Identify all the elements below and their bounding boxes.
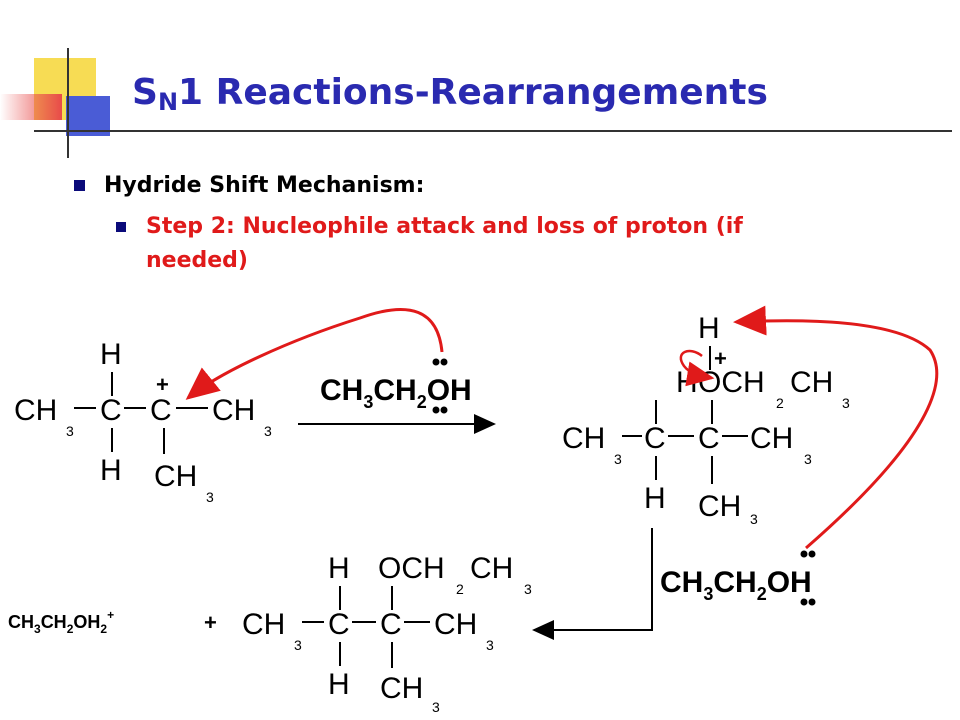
svg-text:CH: CH (14, 394, 57, 427)
svg-text:H: H (698, 312, 720, 345)
deco-red-bar (0, 94, 62, 120)
svg-text:C: C (150, 394, 172, 427)
svg-text:CH: CH (750, 422, 793, 455)
svg-text:H: H (100, 338, 122, 371)
svg-text:3: 3 (432, 699, 440, 715)
deco-horizontal-line (34, 130, 952, 132)
protonated-ethanol-byproduct: CH3CH2OH2+ + (8, 608, 217, 636)
svg-text:C: C (100, 394, 122, 427)
ethanol-reagent-bottom: CH3CH2OH (660, 550, 816, 606)
svg-text:H: H (328, 552, 350, 585)
red-curved-arrow-1 (185, 307, 444, 400)
sub-bullet-square-icon (116, 222, 126, 232)
svg-text:CH: CH (790, 366, 833, 399)
red-curved-arrow-2 (733, 305, 939, 550)
svg-text:CH: CH (154, 460, 197, 493)
svg-text:C: C (380, 608, 402, 641)
svg-text:3: 3 (206, 489, 214, 505)
svg-text:3: 3 (486, 637, 494, 653)
svg-text:H: H (676, 366, 698, 399)
svg-text:OCH: OCH (378, 552, 445, 585)
svg-text:+: + (714, 346, 727, 371)
red-curved-arrow-small (679, 349, 715, 387)
svg-text:3: 3 (614, 451, 622, 467)
svg-text:+: + (204, 610, 217, 635)
deco-vertical-line (67, 48, 69, 158)
ethanol-reagent-top: CH3CH2OH (320, 358, 472, 414)
reaction-arrow-elbow (532, 528, 653, 640)
svg-text:H: H (100, 454, 122, 487)
svg-text:H: H (644, 482, 666, 515)
svg-text:CH: CH (470, 552, 513, 585)
svg-text:2: 2 (776, 395, 784, 411)
deco-blue-square (66, 96, 110, 136)
svg-text:CH: CH (380, 672, 423, 705)
svg-text:CH: CH (242, 608, 285, 641)
svg-text:3: 3 (524, 581, 532, 597)
svg-text:CH3CH2OH: CH3CH2OH (320, 374, 472, 412)
svg-text:3: 3 (804, 451, 812, 467)
svg-text:H: H (328, 668, 350, 701)
svg-text:C: C (644, 422, 666, 455)
slide-title: SN1 Reactions-Rearrangements (132, 72, 768, 116)
svg-text:CH: CH (434, 608, 477, 641)
svg-text:OCH: OCH (698, 366, 765, 399)
svg-text:2: 2 (456, 581, 464, 597)
svg-text:3: 3 (750, 511, 758, 527)
svg-text:+: + (156, 372, 169, 397)
bullet-hydride-shift: Hydride Shift Mechanism: (104, 173, 425, 198)
svg-text:CH: CH (212, 394, 255, 427)
svg-text:3: 3 (66, 423, 74, 439)
svg-text:3: 3 (264, 423, 272, 439)
carbocation-molecule: H CH 3 C C + CH 3 H CH 3 (14, 338, 272, 505)
oxonium-intermediate: H + H OCH 2 CH 3 CH 3 C C CH 3 H CH 3 (562, 312, 850, 527)
svg-text:CH: CH (562, 422, 605, 455)
sub-bullet-step2: Step 2: Nucleophile attack and loss of p… (146, 214, 743, 273)
svg-text:CH3CH2OH: CH3CH2OH (660, 566, 812, 604)
svg-text:C: C (328, 608, 350, 641)
svg-text:CH3CH2OH2+: CH3CH2OH2+ (8, 608, 114, 636)
svg-text:3: 3 (294, 637, 302, 653)
svg-text:CH: CH (698, 490, 741, 523)
svg-text:3: 3 (842, 395, 850, 411)
bullet-square-icon (74, 180, 85, 191)
ether-product: H OCH 2 CH 3 CH 3 C C CH 3 H CH 3 (242, 552, 532, 715)
svg-text:C: C (698, 422, 720, 455)
